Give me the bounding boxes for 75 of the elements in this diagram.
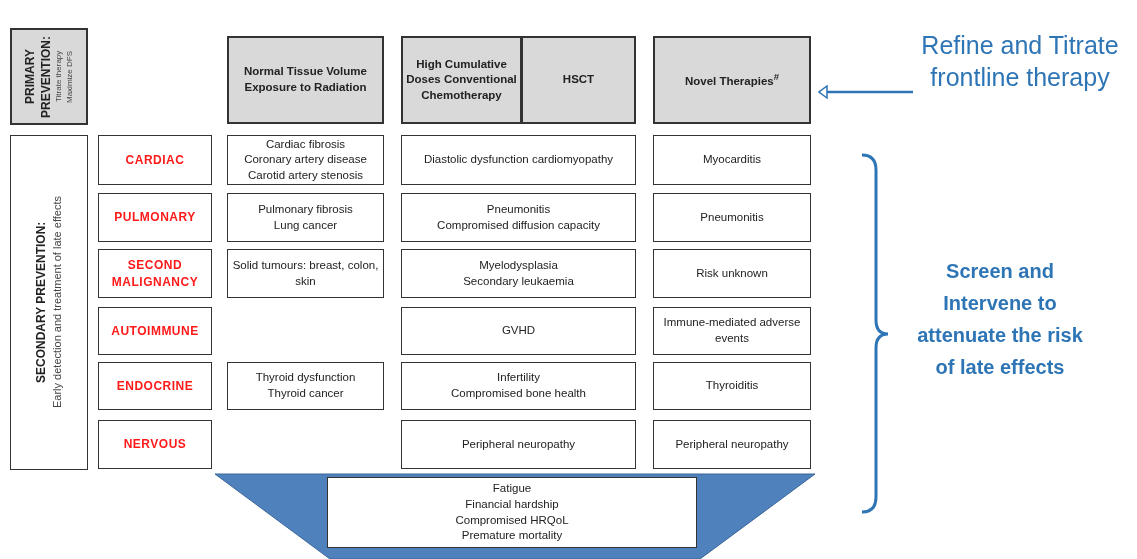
column-header	[227, 36, 384, 124]
effect-text: Lung cancer	[273, 217, 338, 233]
effect-cell	[653, 307, 811, 355]
header-text: Normal Tissue Volume Exposure to Radiation	[243, 64, 368, 95]
outcome-text: Compromised HRQoL	[455, 512, 569, 528]
note-text: Refine and Titrate frontline therapy	[920, 29, 1120, 93]
effect-text: Immune-mediated adverse events	[662, 315, 802, 346]
effect-cell	[653, 249, 811, 298]
effect-text: Peripheral neuropathy	[675, 436, 789, 452]
effect-text: Pulmonary fibrosis	[258, 202, 353, 217]
category-label: SECOND MALIGNANCY	[110, 257, 200, 290]
outcome-text: Financial hardship	[465, 497, 559, 512]
effect-text: Coronary artery disease	[244, 152, 367, 168]
effect-text: Risk unknown	[696, 265, 768, 281]
panel-heading: PRIMARY PREVENTION:	[22, 34, 55, 120]
category-label: NERVOUS	[123, 436, 187, 453]
outcome-text: Fatigue	[492, 481, 532, 497]
effect-text: Secondary leukaemia	[463, 273, 574, 289]
effect-text: Carotid artery stenosis	[247, 167, 363, 183]
header-text: HSCT	[562, 72, 595, 88]
category-cell	[98, 307, 212, 355]
effect-text: Peripheral neuropathy	[461, 436, 576, 452]
column-header	[653, 36, 811, 124]
effect-cell	[227, 249, 384, 298]
effect-text: Thyroiditis	[705, 378, 759, 394]
category-label: PULMONARY	[114, 209, 196, 226]
effect-text: Compromised diffusion capacity	[437, 217, 600, 233]
effect-text: Cardiac fibrosis	[265, 136, 346, 152]
effect-text: Myelodysplasia	[479, 258, 558, 273]
effect-cell	[653, 193, 811, 242]
effect-cell	[227, 135, 384, 185]
effect-text: GVHD	[501, 323, 536, 339]
column-header	[521, 36, 636, 124]
effect-text: Diastolic dysfunction cardiomyopathy	[423, 152, 614, 168]
effect-cell	[401, 193, 636, 242]
effect-text: Compromised bone health	[451, 386, 586, 401]
effect-text: Myocarditis	[702, 152, 762, 168]
effect-text: Thyroid dysfunction	[255, 370, 356, 386]
effect-cell	[653, 362, 811, 410]
effect-text: Thyroid cancer	[267, 386, 344, 401]
bracket-label: Screen and Intervene to attenuate the risk of late effects	[916, 259, 1084, 380]
category-cell	[98, 193, 212, 242]
category-cell	[98, 362, 212, 410]
effect-cell	[401, 135, 636, 185]
category-cell	[98, 420, 212, 469]
panel-subtext: Titrate therapy	[54, 50, 65, 103]
primary-prevention-panel	[10, 28, 88, 125]
header-text: High Cumulative Doses Conventional Chemotherapy	[405, 56, 518, 103]
outcome-text: Premature mortality	[461, 528, 563, 543]
effect-cell	[227, 362, 384, 410]
effect-cell	[401, 307, 636, 355]
category-label: AUTOIMMUNE	[111, 322, 199, 340]
effect-text: Solid tumours: breast, colon, skin	[231, 258, 380, 289]
category-label: ENDOCRINE	[116, 377, 194, 395]
category-cell	[98, 249, 212, 298]
effect-text: Pneumonitis	[486, 202, 551, 217]
effect-cell	[401, 249, 636, 298]
header-text: Novel Therapies$^{#}$	[684, 70, 780, 89]
hollow-arrow	[818, 85, 913, 99]
column-header	[401, 36, 522, 124]
effect-text: Infertility	[497, 370, 540, 386]
effect-cell	[653, 420, 811, 469]
panel-subtext: Early detection and treatment of late effects	[49, 196, 64, 409]
effect-cell	[227, 193, 384, 242]
panel-subtext: Maximize DFS	[65, 50, 76, 103]
category-cell	[98, 135, 212, 185]
funnel-band	[215, 474, 815, 559]
effect-cell	[653, 135, 811, 185]
effect-cell	[401, 420, 636, 469]
outcomes-box	[327, 477, 697, 548]
secondary-prevention-panel	[10, 135, 88, 470]
panel-heading: SECONDARY PREVENTION:	[33, 221, 50, 384]
category-label: CARDIAC	[125, 151, 185, 169]
effect-cell	[401, 362, 636, 410]
effect-text: Pneumonitis	[700, 209, 764, 225]
